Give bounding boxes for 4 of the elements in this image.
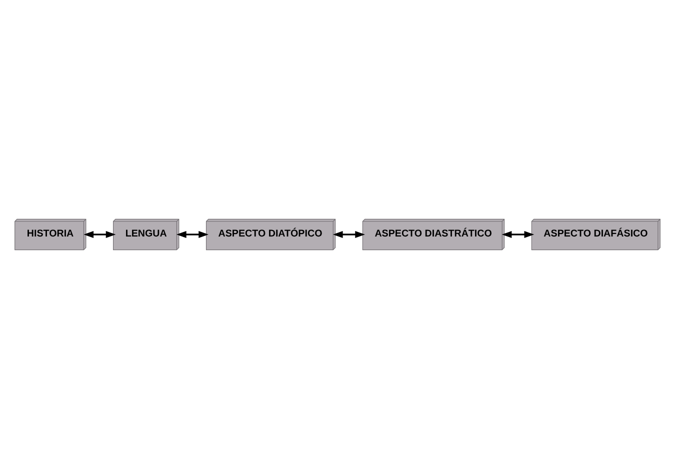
arrow	[502, 230, 534, 238]
arrow	[84, 230, 116, 238]
arrow	[332, 230, 365, 238]
arrow	[176, 230, 208, 238]
